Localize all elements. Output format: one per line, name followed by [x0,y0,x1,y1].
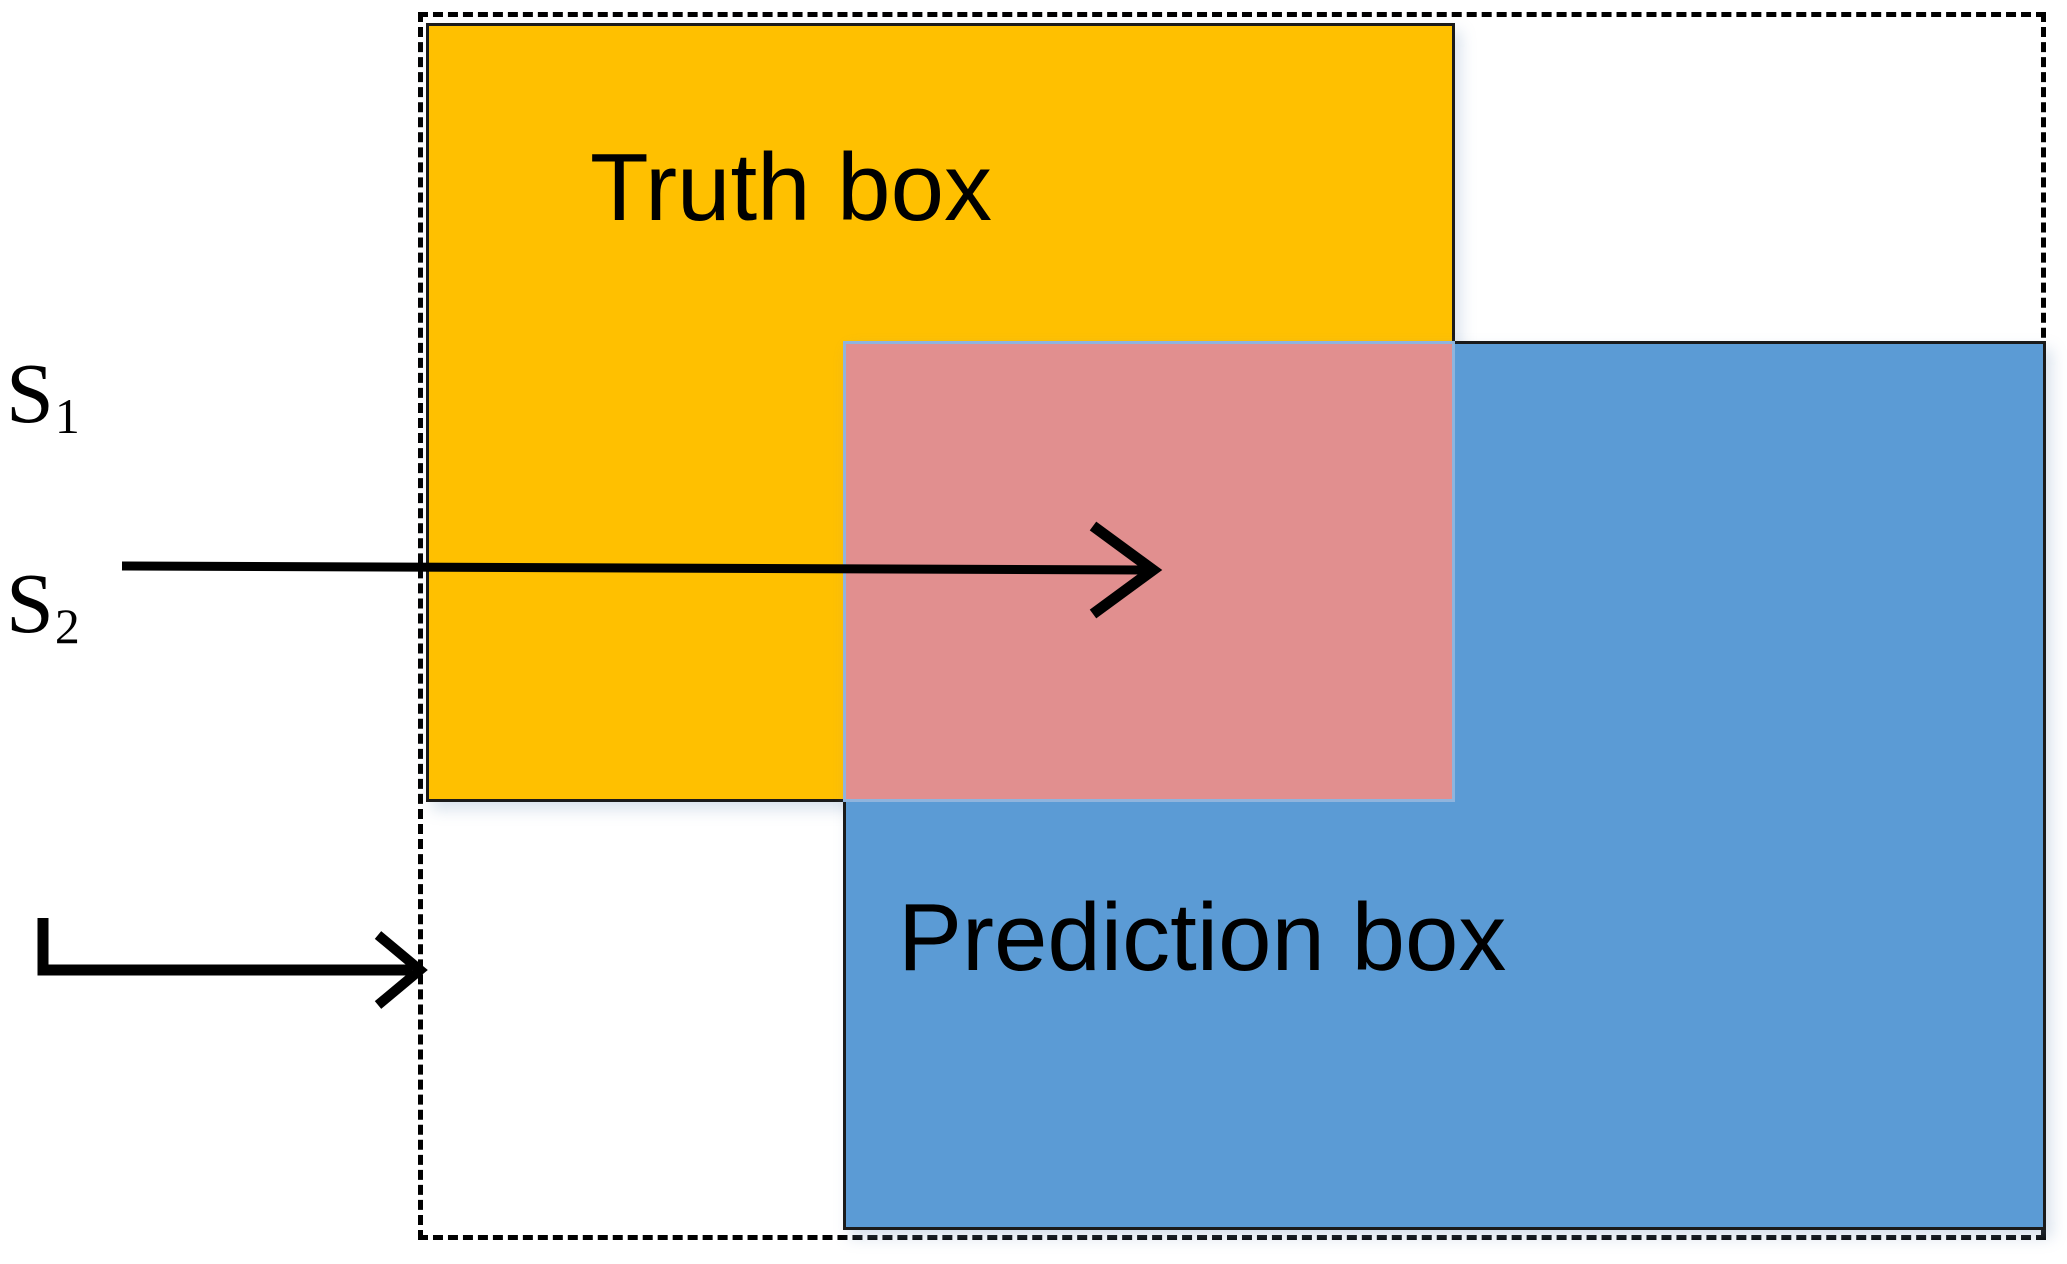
overlap-region[interactable] [843,341,1455,802]
s2-arrow-shaft [37,918,412,976]
s2-subscript: 2 [54,598,80,654]
prediction-box-label: Prediction box [898,884,1507,991]
s2-arrow [37,918,428,1009]
s2-label: S2 [6,560,80,651]
s1-symbol: S [6,345,54,441]
truth-box-label: Truth box [590,134,992,241]
s1-label: S1 [6,350,80,441]
s1-subscript: 1 [54,388,80,444]
s2-arrowhead-icon [374,931,428,1009]
s2-symbol: S [6,555,54,651]
